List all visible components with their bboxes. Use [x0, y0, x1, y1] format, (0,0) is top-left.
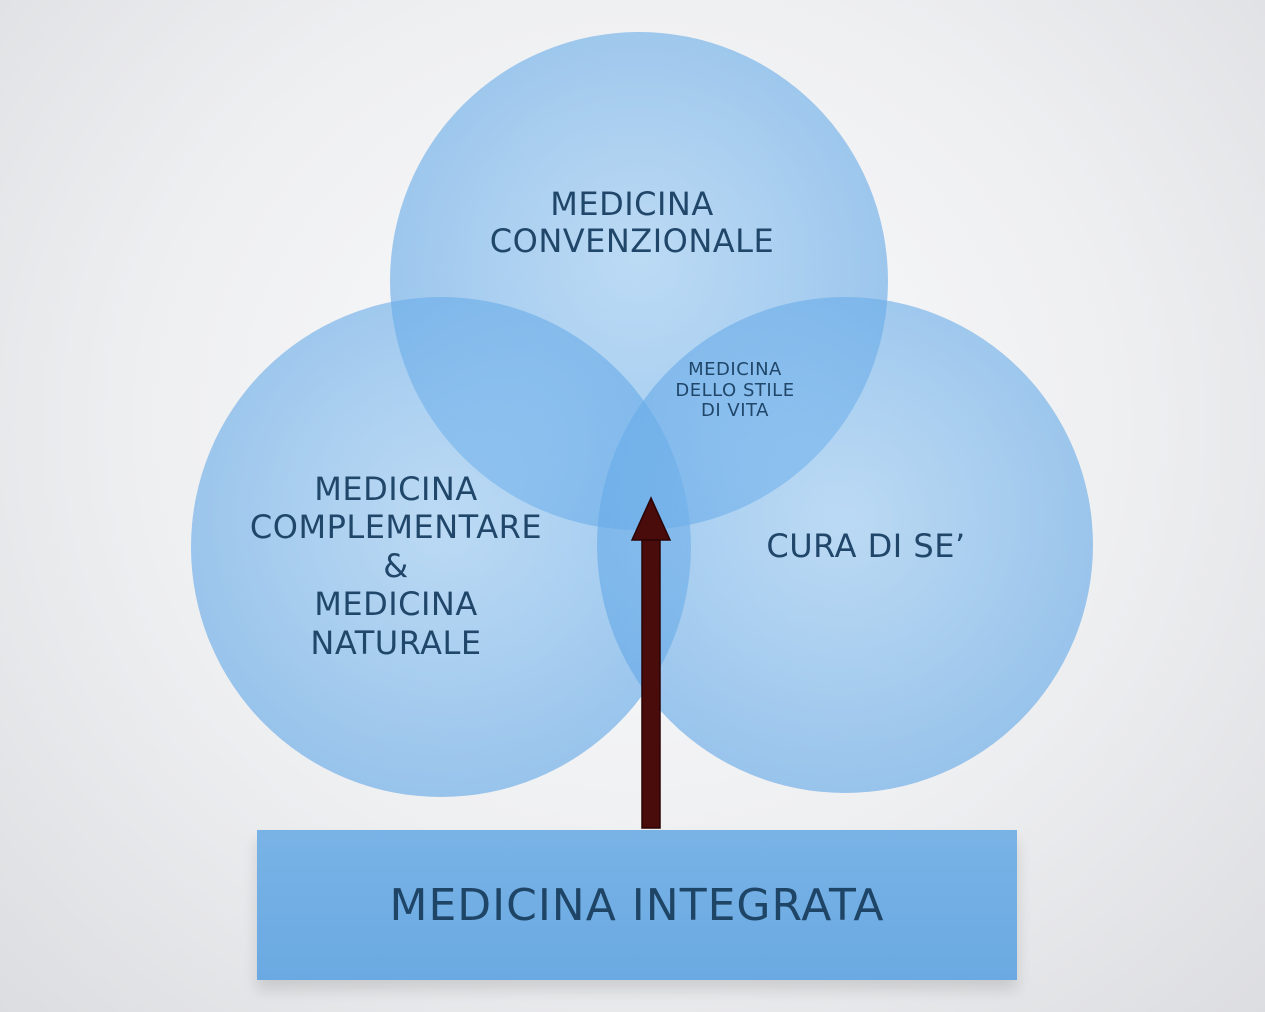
arrow-head — [630, 496, 672, 541]
label-medicina-complementare: MEDICINA COMPLEMENTARE & MEDICINA NATURA… — [249, 470, 543, 662]
label-medicina-convenzionale: MEDICINA CONVENZIONALE — [489, 185, 775, 260]
arrow-shaft — [641, 537, 661, 829]
label-cura-di-se: CURA DI SE’ — [766, 527, 966, 565]
circle-cura-di-se — [597, 297, 1093, 793]
medicina-integrata-box: MEDICINA INTEGRATA — [257, 830, 1017, 980]
label-medicina-stile-di-vita: MEDICINA DELLO STILE DI VITA — [675, 359, 795, 422]
medicina-integrata-label: MEDICINA INTEGRATA — [389, 880, 885, 931]
circle-complementare — [191, 297, 691, 797]
